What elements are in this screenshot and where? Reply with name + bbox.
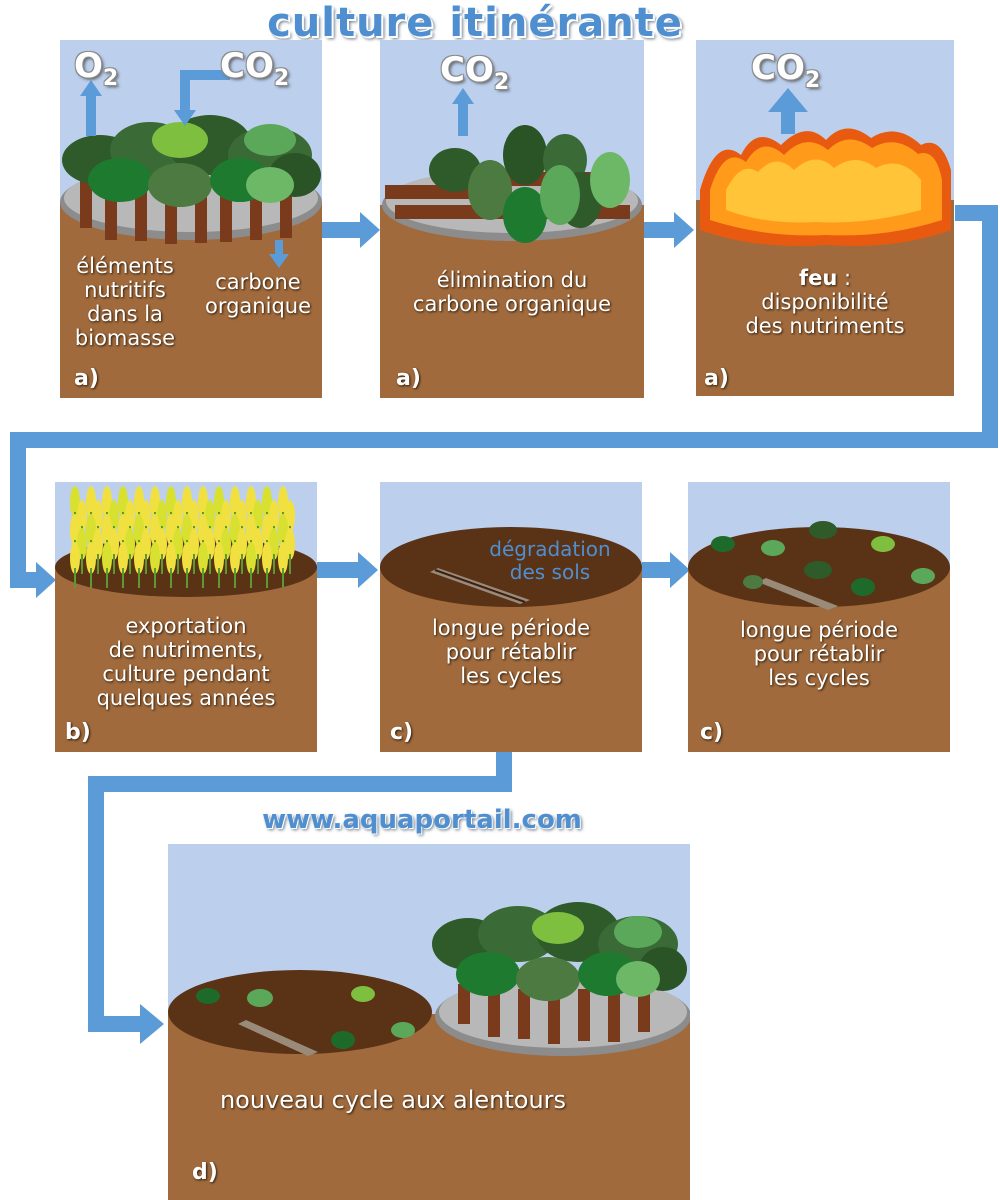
crop-stem — [241, 554, 243, 574]
arrow-5-7-d — [88, 1016, 144, 1032]
crop-ear — [102, 542, 112, 574]
crop-stalks — [70, 486, 295, 588]
panel-tag: a) — [704, 366, 729, 391]
panel-tag: a) — [74, 366, 99, 391]
arrow-5-7-b — [88, 776, 512, 792]
arrow-4-5-head — [358, 552, 378, 588]
crop-stem — [154, 568, 156, 588]
arrow-1-2-shaft — [322, 222, 362, 238]
crop-stem — [129, 554, 131, 574]
arrow-5-7-c — [88, 776, 104, 1031]
crop-stem — [202, 568, 204, 588]
crop-stem — [177, 554, 179, 574]
crop-stem — [218, 568, 220, 588]
crop-stem — [113, 554, 115, 574]
crop-ear — [214, 542, 224, 574]
crop-ear — [118, 542, 128, 574]
arrow-1-2-head — [360, 212, 380, 248]
co2-label: CO2 — [220, 46, 290, 91]
o2-label: O2 — [74, 46, 119, 91]
crop-stem — [234, 568, 236, 588]
crop-ear — [134, 542, 144, 574]
crop-stem — [145, 554, 147, 574]
crop-ear — [150, 542, 160, 574]
crop-ear — [230, 542, 240, 574]
panel-tag: d) — [192, 1160, 218, 1185]
crop-stem — [106, 568, 108, 588]
arrow-5-6-shaft — [642, 562, 672, 578]
arrow-5-7-head — [140, 1004, 164, 1044]
crop-ear — [198, 542, 208, 574]
arrow-5-6-head — [670, 552, 690, 588]
crop-ear — [246, 542, 256, 574]
crop-stem — [161, 554, 163, 574]
panel-tag: a) — [396, 366, 421, 391]
crop-ear — [86, 542, 96, 574]
crop-ear — [70, 542, 80, 574]
crop-stem — [122, 568, 124, 588]
panel-tag: c) — [390, 720, 414, 745]
co2-label: CO2 — [440, 50, 510, 95]
website-url[interactable]: www.aquaportail.com — [262, 805, 582, 835]
crop-stem — [225, 554, 227, 574]
crop-stem — [81, 554, 83, 574]
crop-stem — [266, 568, 268, 588]
arrow-3-4-c — [10, 432, 998, 448]
panel-new-cycle: nouveau cycle aux alentours d) — [168, 844, 690, 1200]
panel-tag: b) — [65, 720, 91, 745]
crop-stem — [250, 568, 252, 588]
arrow-3-4-e — [10, 572, 40, 588]
crop-ear — [166, 542, 176, 574]
crop-stem — [193, 554, 195, 574]
crop-stem — [90, 568, 92, 588]
panel-tag: c) — [700, 720, 724, 745]
crop-stem — [257, 554, 259, 574]
crop-stem — [289, 554, 291, 574]
arrow-3-4-d — [10, 432, 26, 587]
crop-stem — [209, 554, 211, 574]
new-cycle-text: nouveau cycle aux alentours — [219, 1086, 567, 1114]
arrow-2-3-head — [674, 212, 694, 248]
crop-ear — [278, 542, 288, 574]
crop-ear — [262, 542, 272, 574]
crop-stem — [273, 554, 275, 574]
co2-label: CO2 — [751, 48, 821, 93]
crop-stem — [138, 568, 140, 588]
crop-stem — [170, 568, 172, 588]
crop-stem — [282, 568, 284, 588]
crop-stem — [74, 568, 76, 588]
diagram-title: culture itinérante — [267, 0, 683, 46]
arrow-3-4-head — [36, 562, 56, 598]
crop-stem — [186, 568, 188, 588]
crop-ear — [182, 542, 192, 574]
arrow-3-4-b — [982, 205, 998, 445]
arrow-2-3-shaft — [644, 222, 676, 238]
arrow-4-5-shaft — [316, 562, 360, 578]
crop-stem — [97, 554, 99, 574]
